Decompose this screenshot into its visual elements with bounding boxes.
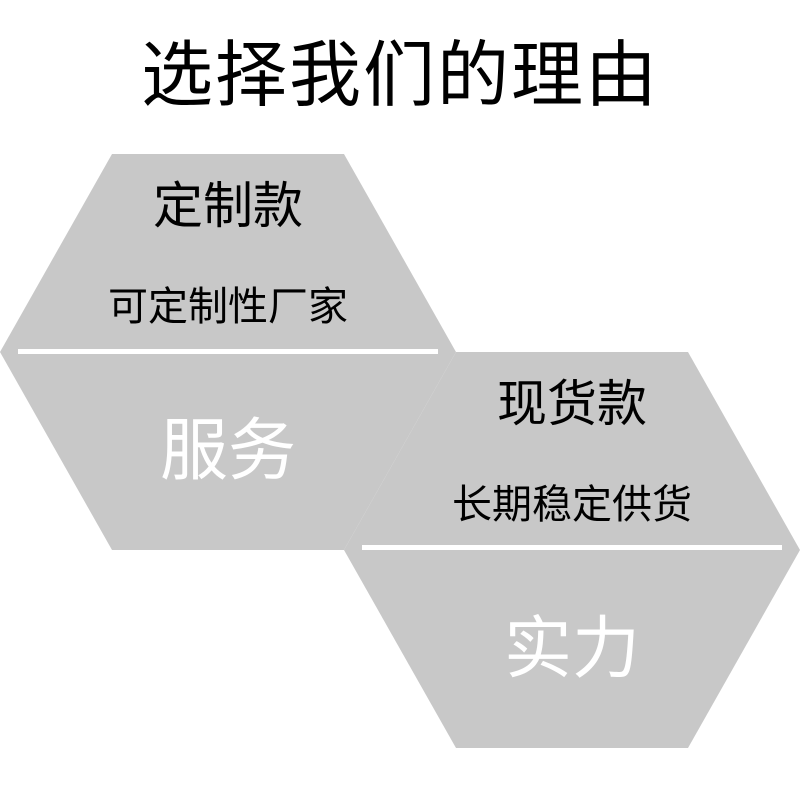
hexagon-label: 实力 (503, 610, 640, 689)
page-title: 选择我们的理由 (140, 33, 659, 117)
hexagon-stock: 现货款 长期稳定供货 实力 (344, 352, 800, 748)
hexagon-custom: 定制款 可定制性厂家 服务 (0, 154, 456, 550)
hexagon-heading: 现货款 (497, 375, 647, 433)
hexagon-heading: 定制款 (153, 177, 303, 235)
hexagon-label: 服务 (159, 412, 296, 491)
hexagon-subtitle: 可定制性厂家 (108, 284, 348, 330)
hexagon-shape (0, 154, 456, 550)
hexagon-shape (344, 352, 800, 748)
hexagon-subtitle: 长期稳定供货 (452, 482, 692, 528)
hexagon-divider (18, 349, 438, 354)
hexagon-divider (362, 545, 782, 550)
